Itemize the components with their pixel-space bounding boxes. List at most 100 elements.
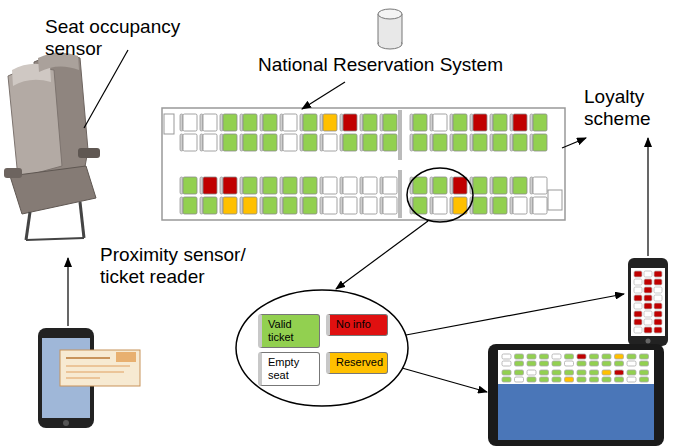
seat-back <box>410 197 413 214</box>
tablet-seat <box>527 361 536 366</box>
phone-seat <box>634 271 642 277</box>
seat <box>323 197 337 214</box>
seat-back <box>220 114 223 131</box>
train-seat-part <box>8 68 62 178</box>
tablet-part <box>498 350 654 440</box>
tablet-seat <box>502 377 511 382</box>
phone-seat <box>644 303 652 309</box>
seat <box>183 177 197 194</box>
seat-back <box>240 197 243 214</box>
carriage-plan <box>162 108 565 220</box>
seat-back <box>430 114 433 131</box>
tablet-seat <box>577 377 586 382</box>
tablet-seat <box>552 370 561 375</box>
tablet-seat <box>615 361 624 366</box>
seat <box>183 114 197 131</box>
tablet-seat <box>527 370 536 375</box>
seat <box>383 177 397 194</box>
train-seat-part <box>10 166 96 214</box>
phone-seat <box>644 271 652 277</box>
seat-back <box>410 134 413 151</box>
tablet-seat <box>540 377 549 382</box>
left-phone <box>38 328 140 428</box>
seat-back <box>430 134 433 151</box>
legend-text: Valid ticket <box>268 318 294 343</box>
seat-back <box>490 114 493 131</box>
tablet-seat <box>590 361 599 366</box>
tablet-seat <box>565 354 574 359</box>
arrows <box>68 82 648 392</box>
seat <box>223 197 237 214</box>
seat-back <box>200 197 203 214</box>
phone-seat <box>634 295 642 301</box>
seat <box>473 134 487 151</box>
seat-back <box>360 114 363 131</box>
seat <box>223 177 237 194</box>
seat <box>303 134 317 151</box>
tablet-seat <box>540 361 549 366</box>
seat <box>203 114 217 131</box>
seat <box>493 114 507 131</box>
left-phone-part <box>60 350 140 386</box>
tablet-seat <box>590 354 599 359</box>
tablet-seat <box>577 354 586 359</box>
seat-back <box>530 114 533 131</box>
tablet-part <box>498 384 654 440</box>
seat-back <box>300 197 303 214</box>
legend-swatch: Reserved <box>326 352 388 374</box>
tablet <box>488 344 664 446</box>
phone-seat <box>654 311 662 317</box>
tablet-seat <box>602 354 611 359</box>
seat-back <box>510 177 513 194</box>
seat-back <box>360 134 363 151</box>
tablet-seat <box>627 370 636 375</box>
tablet-seat <box>640 361 649 366</box>
seat-back <box>280 197 283 214</box>
seat-back <box>200 114 203 131</box>
right-phone-part <box>634 271 662 333</box>
annotation-label: National Reservation System <box>258 54 503 76</box>
seat <box>413 177 427 194</box>
seat-back <box>340 134 343 151</box>
carriage-plan-part <box>398 110 402 160</box>
seat <box>533 134 547 151</box>
seat-back <box>280 177 283 194</box>
phone-seat <box>654 303 662 309</box>
seat <box>473 114 487 131</box>
phone-seat <box>634 279 642 285</box>
seat <box>513 177 527 194</box>
seat <box>363 134 377 151</box>
seat <box>533 114 547 131</box>
tablet-seat <box>502 354 511 359</box>
seat-back <box>220 197 223 214</box>
tablet-seat <box>552 361 561 366</box>
phone-seat <box>654 279 662 285</box>
seat <box>303 177 317 194</box>
seat <box>493 197 507 214</box>
tablet-seat <box>615 354 624 359</box>
phone-seat <box>654 271 662 277</box>
seat-back <box>300 134 303 151</box>
phone-seat <box>644 311 652 317</box>
train-seat-part <box>26 238 84 240</box>
seat-back <box>200 134 203 151</box>
database-cylinder-part <box>378 39 402 49</box>
seat <box>283 177 297 194</box>
seat <box>383 134 397 151</box>
seat-back <box>240 177 243 194</box>
tablet-seat <box>527 354 536 359</box>
seat-back <box>200 177 203 194</box>
tablet-seat <box>552 354 561 359</box>
tablet-seat <box>577 370 586 375</box>
train-seat-part <box>4 168 22 178</box>
seat <box>453 177 467 194</box>
tablet-seat <box>515 377 524 382</box>
seat <box>363 197 377 214</box>
database-cylinder-part <box>402 14 403 44</box>
carriage-plan-part <box>164 114 174 134</box>
tablet-seat <box>602 370 611 375</box>
arrows-part <box>67 258 68 326</box>
tablet-seat <box>590 370 599 375</box>
seat-back <box>280 134 283 151</box>
phone-seat <box>634 287 642 293</box>
